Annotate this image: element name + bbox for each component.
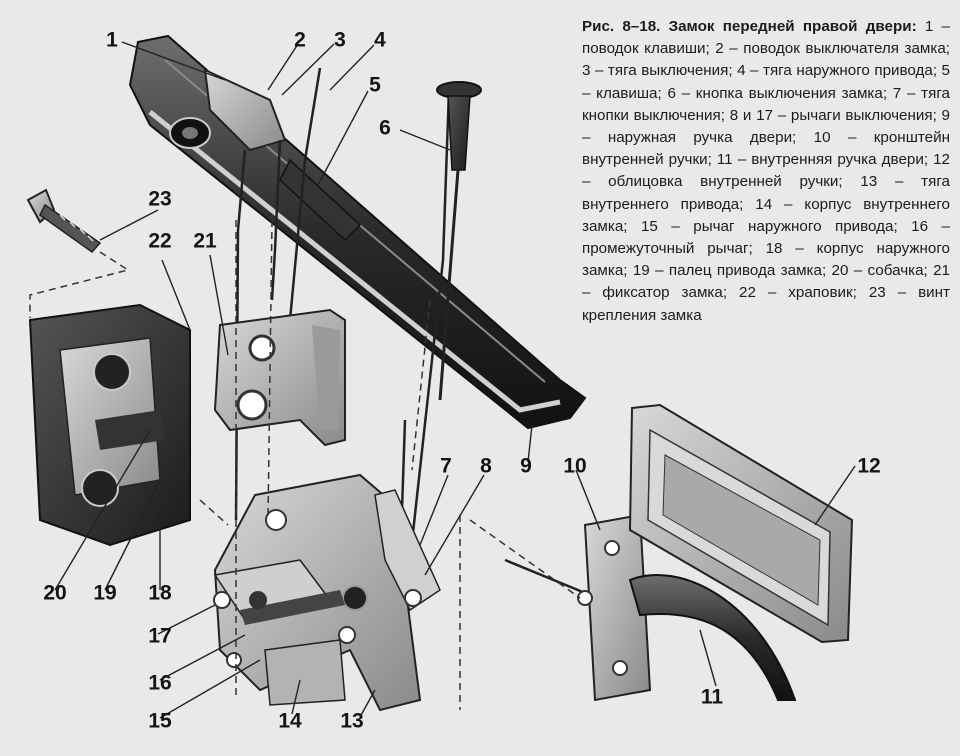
callout-17: 17: [148, 624, 172, 648]
callout-19: 19: [93, 581, 117, 605]
callout-15: 15: [148, 709, 172, 733]
callout-22: 22: [148, 229, 172, 253]
callout-3: 3: [334, 28, 346, 52]
callout-2: 2: [294, 28, 306, 52]
callout-11: 11: [700, 685, 724, 709]
callout-7: 7: [440, 454, 452, 478]
assembly-lines: [29, 219, 581, 710]
callout-23: 23: [148, 187, 172, 211]
caption-heading: Рис. 8–18. Замок передней правой двери:: [582, 18, 917, 35]
callout-12: 12: [857, 454, 881, 478]
leader-lines: [54, 41, 856, 719]
callout-6: 6: [379, 116, 391, 140]
inner-handle-trim: [628, 403, 854, 644]
callout-4: 4: [374, 28, 386, 52]
callout-8: 8: [480, 454, 492, 478]
inner-lock-mechanism: [213, 473, 441, 712]
callout-18: 18: [148, 581, 172, 605]
callout-1: 1: [106, 28, 118, 52]
callout-13: 13: [340, 709, 364, 733]
callout-14: 14: [278, 709, 302, 733]
lock-button: [436, 81, 482, 401]
callout-20: 20: [43, 581, 67, 605]
callout-16: 16: [148, 671, 172, 695]
callout-10: 10: [563, 454, 587, 478]
caption-body: 1 – поводок клавиши; 2 – поводок выключа…: [582, 18, 950, 324]
outer-lock-body: [28, 303, 191, 547]
inner-handle-assembly: [577, 513, 797, 702]
callout-5: 5: [369, 73, 381, 97]
figure-caption: Рис. 8–18. Замок передней правой двери: …: [582, 16, 950, 327]
callout-21: 21: [193, 229, 217, 253]
callout-9: 9: [520, 454, 532, 478]
mounting-screw: [26, 188, 102, 254]
lock-striker: [213, 308, 346, 447]
outside-handle: [128, 34, 587, 430]
